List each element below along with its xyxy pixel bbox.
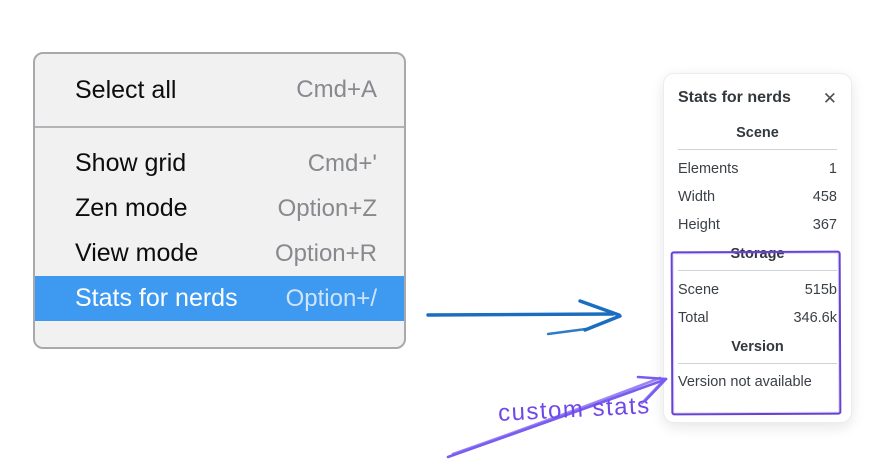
section-heading-scene: Scene — [736, 125, 779, 141]
pointer-arrow — [426, 299, 622, 336]
stat-label: Elements — [678, 161, 739, 177]
menu-item-label: Zen mode — [75, 194, 188, 222]
stat-value: 1 — [828, 161, 837, 177]
section-divider — [678, 270, 837, 271]
stat-row-height: Height 367 — [678, 211, 837, 239]
menu-item-label: View mode — [75, 239, 199, 267]
menu-item-select-all[interactable]: Select all Cmd+A — [35, 54, 404, 126]
stat-label: Total — [678, 310, 709, 326]
menu-item-label: Select all — [75, 75, 177, 104]
menu-item-shortcut: Option+R — [274, 239, 377, 267]
stat-value: 515b — [804, 282, 837, 298]
menu-divider — [35, 126, 404, 128]
menu-item-label: Stats for nerds — [75, 284, 238, 312]
close-icon[interactable]: ✕ — [822, 88, 837, 108]
stat-label: Width — [678, 189, 716, 205]
section-heading-version: Version — [731, 339, 784, 355]
version-note: Version not available — [678, 374, 812, 390]
menu-item-zen-mode[interactable]: Zen mode Option+Z — [35, 186, 404, 231]
stat-row-elements: Elements 1 — [678, 155, 837, 183]
menu-item-shortcut: Cmd+A — [296, 76, 377, 103]
menu-item-shortcut: Option+/ — [285, 284, 377, 312]
stats-panel-title: Stats for nerds — [678, 89, 791, 106]
menu-item-shortcut: Option+Z — [277, 194, 377, 222]
stat-value: 367 — [812, 217, 837, 233]
stat-row-total-storage: Total 346.6k — [678, 304, 837, 332]
section-divider — [678, 363, 837, 364]
menu-item-view-mode[interactable]: View mode Option+R — [35, 231, 404, 276]
stat-row-scene-storage: Scene 515b — [678, 276, 837, 304]
section-heading-storage: Storage — [730, 246, 785, 262]
stat-label: Height — [678, 217, 720, 233]
section-divider — [678, 149, 837, 150]
stats-panel-header: Stats for nerds ✕ — [678, 86, 837, 110]
stat-label: Scene — [678, 282, 720, 298]
annotation-label: custom stats — [497, 392, 652, 427]
context-menu: Select all Cmd+A Show grid Cmd+' Zen mod… — [33, 52, 406, 349]
menu-item-shortcut: Cmd+' — [307, 149, 377, 177]
menu-item-label: Show grid — [75, 149, 187, 177]
stat-value: 458 — [812, 189, 837, 205]
stat-value: 346.6k — [793, 310, 837, 326]
menu-group: Show grid Cmd+' Zen mode Option+Z View m… — [35, 128, 404, 321]
stats-panel: Stats for nerds ✕ Scene Elements 1 Width… — [663, 73, 852, 423]
menu-item-stats-for-nerds[interactable]: Stats for nerds Option+/ — [35, 276, 404, 321]
menu-item-show-grid[interactable]: Show grid Cmd+' — [35, 141, 404, 186]
stat-row-width: Width 458 — [678, 183, 837, 211]
